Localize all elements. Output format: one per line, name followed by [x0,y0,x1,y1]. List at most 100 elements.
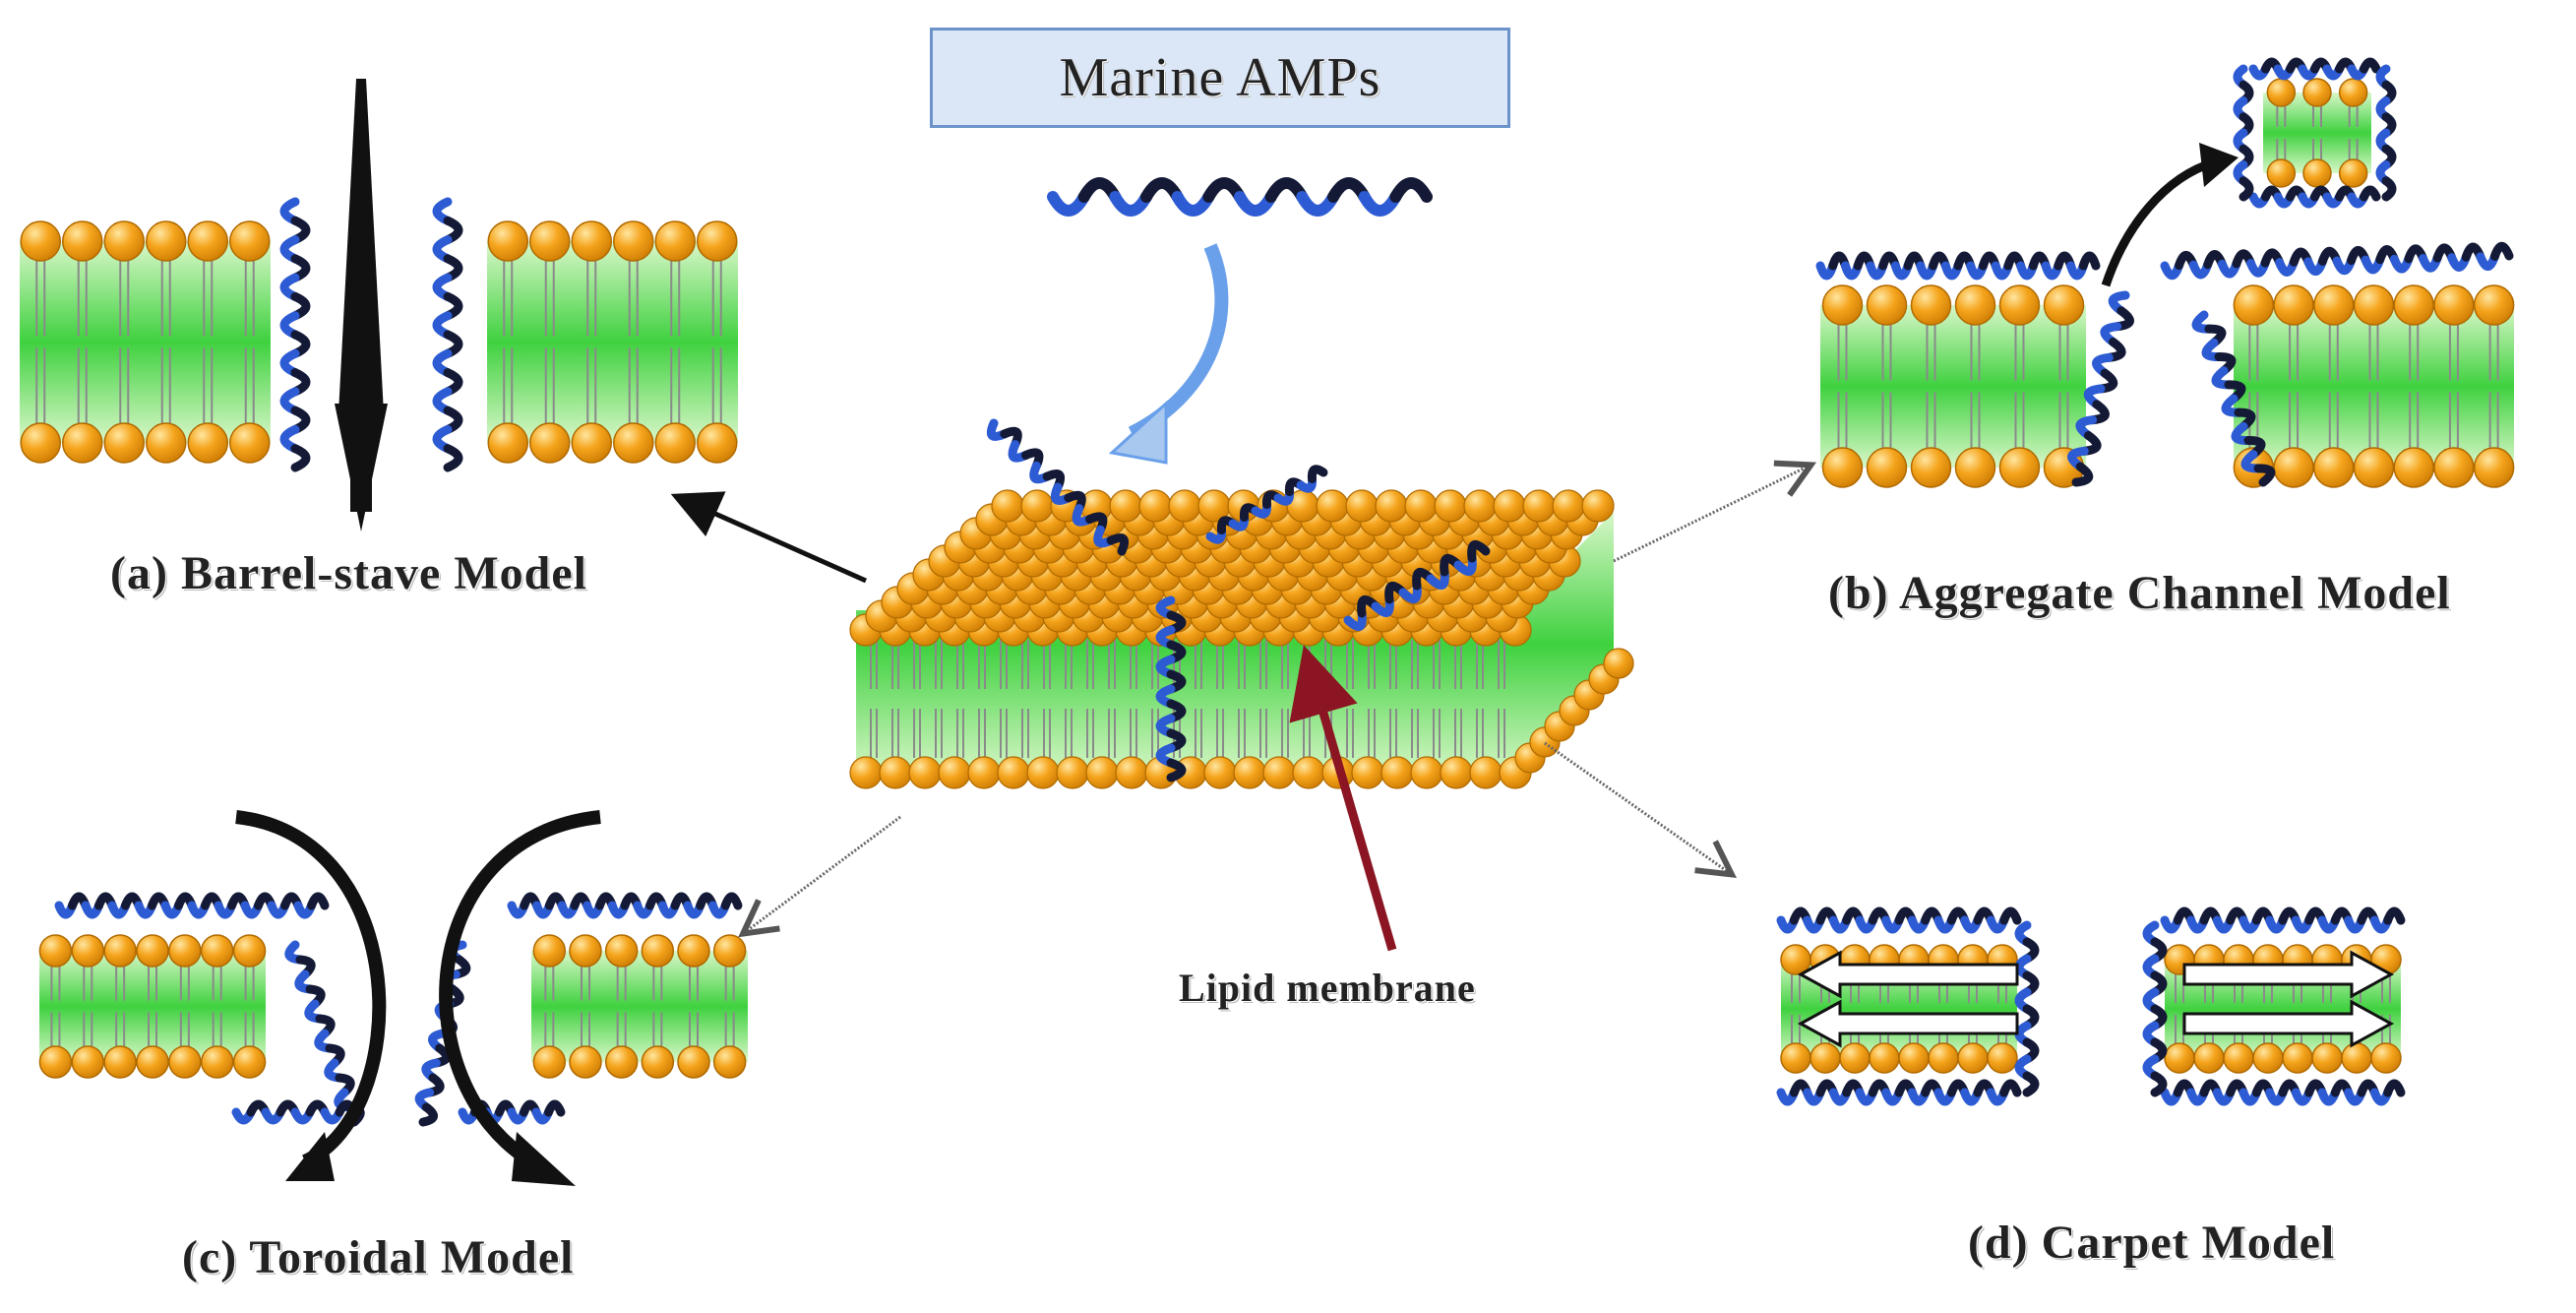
lipid-tail [1837,392,1848,448]
lipid-tail [179,967,190,1001]
lipid-tail [1837,325,1848,381]
lipid-tail [2289,392,2300,448]
lipid-head [1954,447,1996,488]
barrel-helix-1 [279,197,311,472]
lipid-head [2370,1042,2402,1074]
lipid-head [2302,158,2332,188]
lipid-tail [2058,392,2069,448]
lipid-head [187,220,228,262]
helix-segment [2239,176,2254,202]
lipid-tail [2058,325,2069,381]
lipid-head [1910,284,1952,326]
lipid-head [38,934,73,968]
center-helix-2 [1205,465,1328,544]
helix-segment [2150,1071,2168,1097]
lipid-head [2433,284,2475,326]
barrel-stave-bilayer-right [487,220,738,464]
center-helix-inserted [1155,595,1187,782]
lipid-head [1292,756,1325,789]
lipid-head [641,1045,675,1079]
micelle-helix-bottom [2248,185,2381,209]
lipid-tail [586,347,597,423]
tail-region [20,241,271,443]
helix-segment [443,444,463,472]
lipid-tail [670,347,681,423]
lipid-tail [1926,325,1936,381]
lipid-tail [244,967,255,1001]
lipid-head [2233,284,2275,326]
lipid-head [1603,648,1634,679]
lipid-tail [35,261,46,337]
lipid-head [1345,489,1379,523]
lipid-tail [1970,325,1981,381]
lipid-head [529,220,571,262]
lipid-tail [1065,640,1073,758]
lipid-head [532,1045,567,1079]
lipid-head [168,1045,202,1079]
arrow-to-toroidal [748,815,901,930]
lipid-head [2473,447,2515,488]
tail-region [2234,305,2514,468]
lipid-tail [1130,640,1137,758]
label-toroidal: (c) Toroidal Model [182,1231,575,1283]
lipid-tail [870,640,878,758]
helix-segment [1999,907,2022,925]
lipid-tail [2248,325,2259,381]
lipid-head [2266,78,2297,107]
lipid-head [2353,284,2395,326]
arrow-to-barrel-stave [670,491,868,584]
center-slab-side [856,512,1614,778]
lipid-head [697,422,738,464]
toroidal-helix-top-left [54,892,330,919]
lipid-head [1839,1042,1871,1074]
lipid-head [654,422,696,464]
aggregate-micelle [2263,78,2371,188]
toroidal-helix-top-right [507,892,743,919]
barrel-helix-2 [432,197,463,472]
lipid-head [229,220,271,262]
lipid-head [1440,756,1473,789]
lipid-head [1552,489,1585,523]
lipid-tail [711,347,722,423]
lipid-head [2473,284,2515,326]
lipid-head [2433,447,2475,488]
lipid-tail [244,261,255,337]
aggregate-bilayer-right [2233,284,2515,488]
carpet-helix-top-right [2160,907,2406,934]
micelle-helix-right [2375,64,2397,202]
helix-segment [2360,185,2381,202]
lipid-tail [956,640,964,758]
helix-segment [720,892,743,910]
lipid-tail [148,1012,157,1046]
lipid-tail [652,967,663,1001]
lipid-head [2393,284,2434,326]
lipid-head [62,422,103,464]
lipid-head [200,934,234,968]
lipid-head [103,934,137,968]
lipid-tail [616,967,627,1001]
lipid-head [1866,447,1908,488]
lipid-tail [2488,325,2499,381]
title-text: Marine AMPs [1059,47,1381,108]
lipid-tail [1238,640,1246,758]
lipid-tail [1281,640,1289,758]
carpet-helix-top-left [1776,907,2022,934]
lipid-head [2338,78,2368,107]
lipid-head [1115,756,1148,789]
toroidal-bilayer-left [38,934,267,1079]
lipid-tail [724,967,735,1001]
lipid-head [1780,1042,1811,1074]
lipid-tail [978,640,986,758]
lipid-tail [1259,640,1267,758]
lipid-tail [179,1012,190,1046]
lipid-head [103,1045,137,1079]
helix-segment [544,1099,566,1117]
lipid-head [103,422,145,464]
lipid-tail [1389,640,1397,758]
helix-segment [1999,1079,2022,1097]
lipid-tail [1368,640,1376,758]
helix-segment [418,1102,438,1127]
lipid-tail [1926,392,1936,448]
curved-blue-arrow [1128,243,1229,440]
